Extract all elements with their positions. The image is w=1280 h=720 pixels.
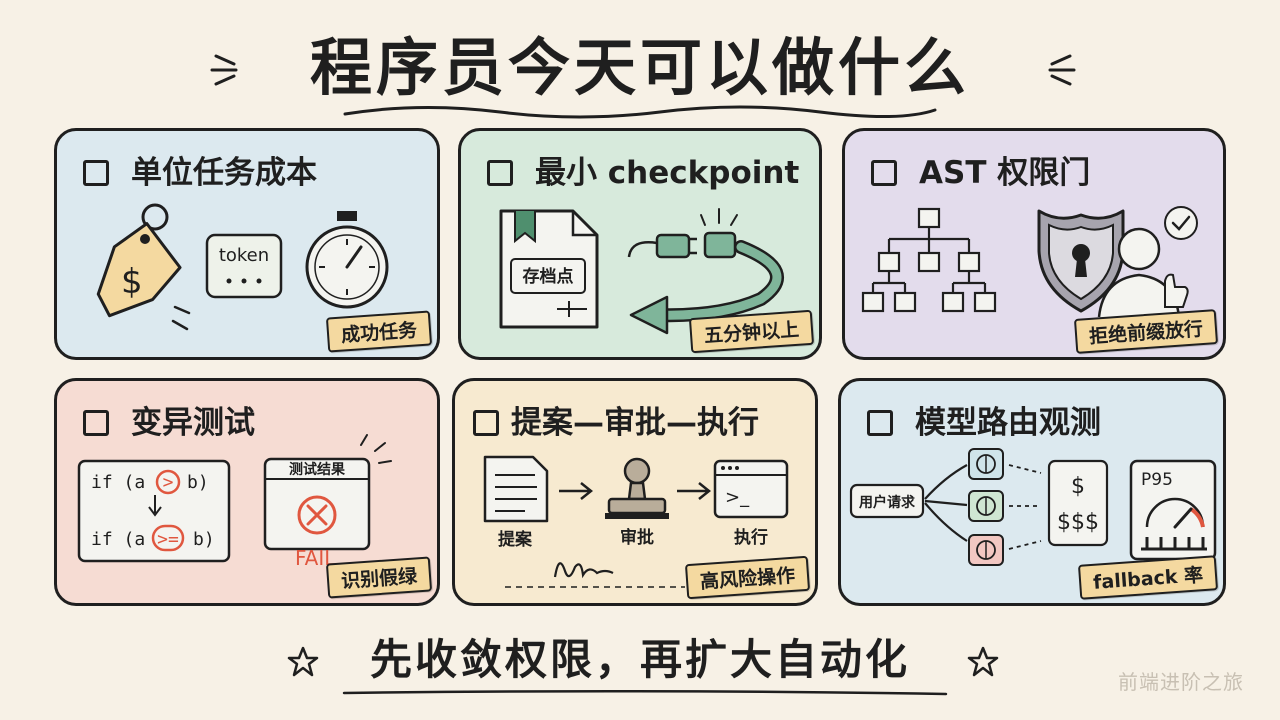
code-line-2: if (a [91, 529, 145, 550]
arrow-icon [677, 482, 712, 500]
dollar-label: $ [121, 262, 143, 302]
page-title: 程序员今天可以做什么 [309, 31, 970, 104]
cost-cheap-label: $ [1071, 474, 1085, 499]
card-title: 单位任务成本 [131, 155, 317, 191]
code-line-2b: b) [193, 529, 215, 550]
terminal-icon: >_ [713, 459, 789, 519]
card-title: 最小 checkpoint [535, 155, 800, 191]
document-icon: 存档点 [499, 209, 599, 329]
checkbox[interactable] [871, 160, 897, 186]
card-mutation-testing: 变异测试 if (a > b) if (a >= b) 测试结果 FAIL 识别… [54, 378, 440, 606]
operator-1: > [163, 472, 174, 493]
card-min-checkpoint: 最小 checkpoint 存档点 五分钟以上 [458, 128, 822, 360]
card-propose-approve-execute: 提案—审批—执行 >_ 提案 审批 执行 高风险操作 [452, 378, 818, 606]
stopwatch-icon [305, 211, 389, 309]
title-underline [343, 105, 937, 119]
return-arrow [629, 240, 784, 335]
card-unit-task-cost: 单位任务成本 $ token 成功任务 [54, 128, 440, 360]
p95-label: P95 [1141, 470, 1173, 490]
card-title: AST 权限门 [919, 155, 1091, 191]
test-result-title: 测试结果 [289, 461, 346, 478]
terminal-prompt: >_ [725, 487, 750, 508]
user-request-box: 用户请求 [849, 483, 925, 519]
test-result-window: 测试结果 FAIL [263, 434, 392, 570]
brain-icon [968, 448, 1004, 566]
plug-icon [627, 208, 738, 259]
checkbox[interactable] [867, 410, 893, 436]
card-title: 提案—审批—执行 [511, 405, 759, 441]
shield-lock-icon [1037, 209, 1125, 313]
price-tag-icon: $ [96, 203, 191, 331]
arrow-icon [559, 482, 594, 500]
step-execute-label: 执行 [734, 527, 768, 548]
person-check-icon [1097, 206, 1198, 318]
watermark: 前端进阶之旅 [1118, 670, 1244, 694]
footer-slogan: 先收敛权限，再扩大自动化 [369, 635, 910, 684]
footer-underline [342, 689, 948, 696]
sparkle-left-icon [210, 54, 238, 86]
card-title: 模型路由观测 [915, 405, 1101, 441]
checkpoint-doc-label: 存档点 [523, 266, 574, 287]
star-icon-left [287, 646, 319, 677]
tag-label: 识别假绿 [325, 556, 433, 599]
title-area: 程序员今天可以做什么 [0, 14, 1280, 124]
cost-box: $ $$$ [1047, 459, 1109, 547]
step-propose-label: 提案 [498, 529, 533, 550]
route-arrows [924, 464, 968, 542]
checkbox[interactable] [83, 410, 109, 436]
sparkle-right-icon [1048, 54, 1076, 86]
step-approve-label: 审批 [620, 527, 654, 548]
code-line-1b: b) [187, 472, 209, 493]
cost-expensive-label: $$$ [1057, 510, 1099, 535]
token-box: token [205, 233, 283, 299]
code-line-1: if (a [91, 472, 145, 493]
card-ast-permission-gate: AST 权限门 拒绝前缀放行 [842, 128, 1226, 360]
code-diff: if (a > b) if (a >= b) [77, 459, 231, 563]
user-request-label: 用户请求 [859, 494, 916, 511]
star-icon-right [967, 646, 999, 677]
checkbox[interactable] [487, 160, 513, 186]
token-label: token [219, 245, 269, 266]
operator-2: >= [157, 529, 179, 550]
tag-label: 成功任务 [325, 310, 433, 353]
checkbox[interactable] [83, 160, 109, 186]
proposal-document-icon [483, 455, 549, 523]
card-title: 变异测试 [131, 405, 255, 441]
card-model-routing-observability: 模型路由观测 用户请求 $ $$$ P95 fa [838, 378, 1226, 606]
signature [505, 562, 685, 588]
checkbox[interactable] [473, 410, 499, 436]
tree-icon [861, 207, 997, 313]
gauge-icon: P95 [1129, 459, 1217, 561]
stamp-icon [605, 457, 669, 519]
